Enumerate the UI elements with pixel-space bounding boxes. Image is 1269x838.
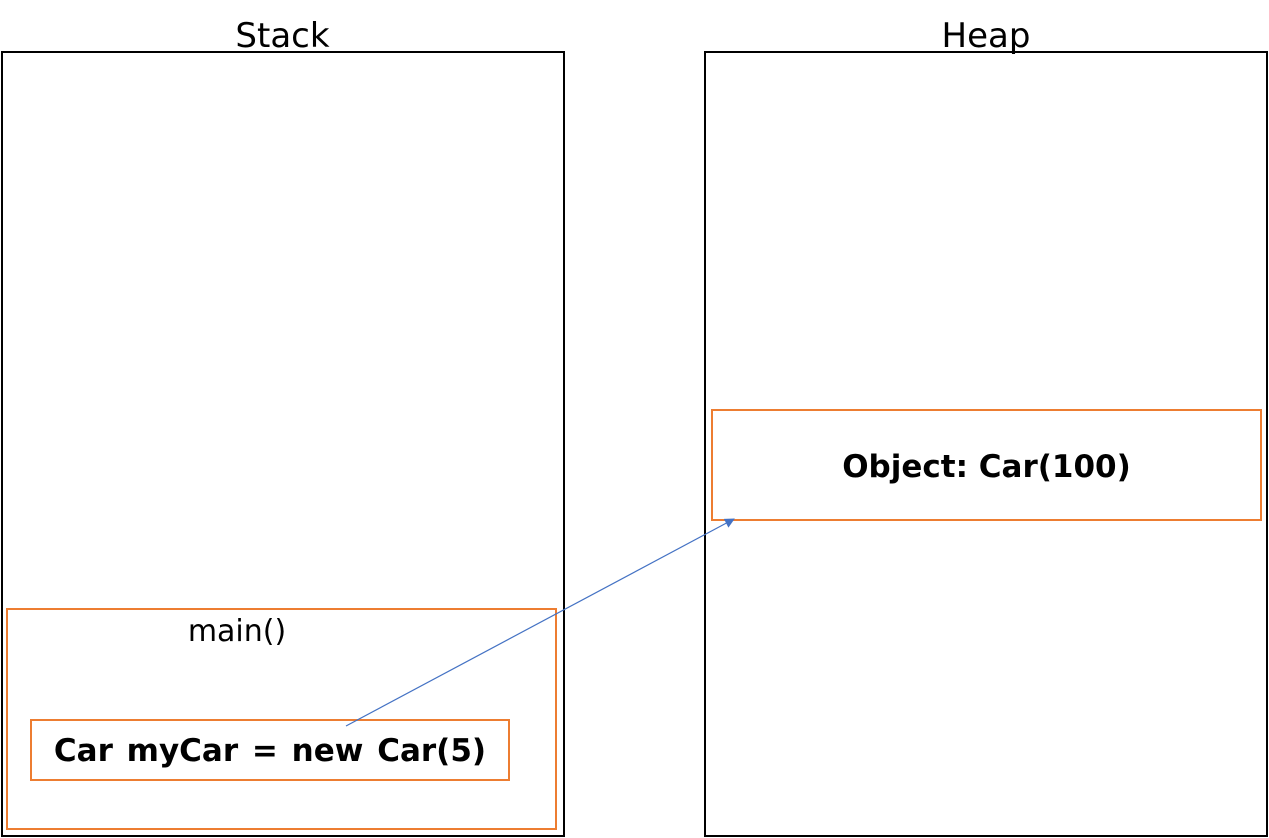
- stack-title: Stack: [235, 16, 330, 56]
- variable-box: [30, 719, 510, 781]
- heap-object-label: Object: Car(100): [842, 449, 1131, 485]
- heap-region: [704, 51, 1268, 837]
- variable-declaration: Car myCar = new Car(5): [53, 733, 487, 769]
- heap-object-box: [711, 409, 1262, 521]
- main-frame-label: main(): [187, 614, 287, 649]
- stack-region: [1, 51, 565, 837]
- heap-title: Heap: [941, 16, 1031, 56]
